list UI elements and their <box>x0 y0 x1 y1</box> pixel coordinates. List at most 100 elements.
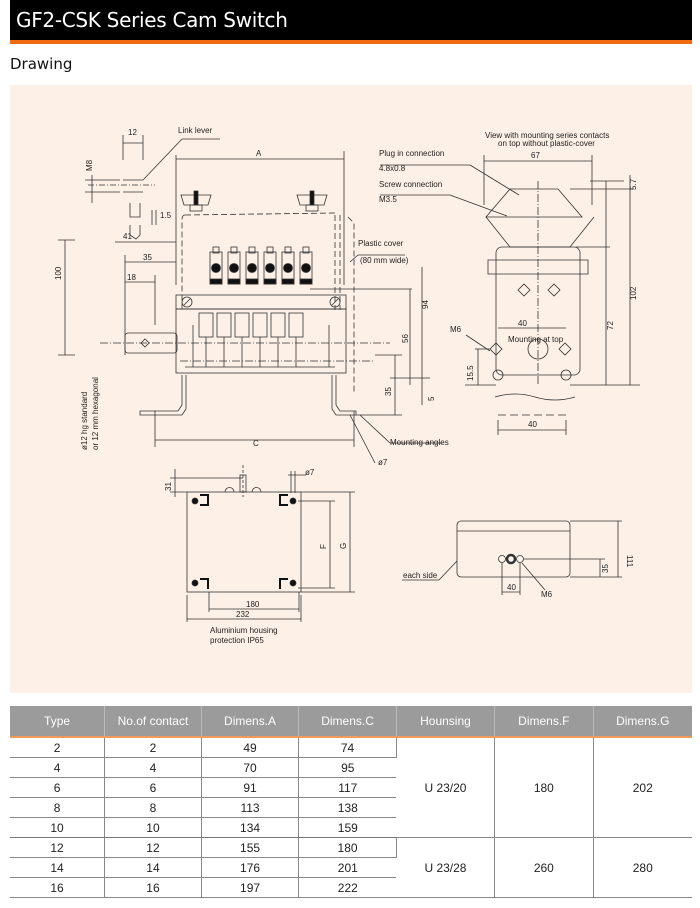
housing-side-view <box>402 520 622 595</box>
cell-contacts: 12 <box>104 837 202 858</box>
cell-dimens-a: 197 <box>201 877 300 898</box>
col-type: Type <box>10 706 106 738</box>
col-dimens-f: Dimens.F <box>494 706 594 738</box>
front-view <box>58 135 442 464</box>
col-dimens-c: Dimens.C <box>298 706 397 738</box>
cell-contacts: 14 <box>104 857 202 878</box>
table-row: 8 8 113 138 <box>10 797 692 818</box>
label-dim-56: 56 <box>401 334 410 343</box>
cell-type: 2 <box>10 737 106 758</box>
housing-top-view <box>170 465 355 622</box>
cell-dimens-g: 202 <box>593 737 692 838</box>
cell-housing: U 23/28 <box>396 837 496 898</box>
label-dim-67: 67 <box>531 151 540 160</box>
label-dim-40a: 40 <box>518 319 527 328</box>
cell-dimens-c: 95 <box>298 757 397 778</box>
label-dim-35c: 35 <box>601 564 610 573</box>
col-dimens-g: Dimens.G <box>593 706 692 738</box>
label-housing-note-1: Aluminium housing <box>210 626 278 635</box>
label-dim-5-7: 5.7 <box>629 178 638 190</box>
label-dim-94: 94 <box>421 300 430 309</box>
label-dim-102: 102 <box>629 286 638 300</box>
label-dim-1-5: 1.5 <box>160 211 172 220</box>
cell-type: 4 <box>10 757 106 778</box>
cell-dimens-c: 180 <box>298 837 397 858</box>
cell-contacts: 2 <box>104 737 202 758</box>
title-bar: GF2-CSK Series Cam Switch <box>10 0 692 44</box>
label-link-lever: Link lever <box>178 126 213 135</box>
label-dim-31: 31 <box>164 482 173 491</box>
cell-dimens-c: 159 <box>298 817 397 838</box>
label-dim-41: 41 <box>123 232 132 241</box>
cell-dimens-a: 91 <box>201 777 300 798</box>
label-dim-100: 100 <box>54 266 63 280</box>
cell-dimens-c: 222 <box>298 877 397 898</box>
label-dim-40c: 40 <box>507 583 516 592</box>
cell-contacts: 10 <box>104 817 202 838</box>
label-shaft-note-1: ø12 hg standard <box>80 392 89 450</box>
page-title: GF2-CSK Series Cam Switch <box>16 8 288 32</box>
label-dim-35: 35 <box>143 253 152 262</box>
cell-contacts: 6 <box>104 777 202 798</box>
cell-contacts: 4 <box>104 757 202 778</box>
section-title: Drawing <box>10 55 73 73</box>
cell-type: 14 <box>10 857 106 878</box>
label-dim-a: A <box>256 149 262 158</box>
cell-dimens-f: 180 <box>494 737 594 838</box>
table-row: 14 14 176 201 <box>10 857 692 878</box>
label-dim-c: C <box>253 439 259 448</box>
label-dim-12: 12 <box>128 128 137 137</box>
label-plug-in: Plug in connection <box>379 149 444 158</box>
table-header-row: Type No.of contact Dimens.A Dimens.C Hou… <box>10 706 692 738</box>
label-dim-5: 5 <box>427 396 436 401</box>
cell-dimens-c: 138 <box>298 797 397 818</box>
label-dim-g: G <box>339 543 348 549</box>
label-plug-in-size: 4.8x0.8 <box>379 164 406 173</box>
label-dim-111: 111 <box>625 555 634 568</box>
cell-type: 12 <box>10 837 106 858</box>
label-dim-232: 232 <box>236 610 250 619</box>
label-screw-connection: Screw connection <box>379 180 442 189</box>
label-each-side: each side <box>403 571 438 580</box>
cam-sections <box>192 312 330 367</box>
cell-dimens-a: 134 <box>201 817 300 838</box>
cell-type: 16 <box>10 877 106 898</box>
label-shaft-note-2: or 12 mm hexagonal <box>91 377 100 450</box>
cell-dimens-a: 113 <box>201 797 300 818</box>
side-view <box>380 155 640 435</box>
cell-housing: U 23/20 <box>396 737 496 838</box>
cell-type: 6 <box>10 777 106 798</box>
label-m6b: M6 <box>541 590 553 599</box>
cell-dimens-a: 155 <box>201 837 300 858</box>
cell-dimens-c: 74 <box>298 737 397 758</box>
drawing-labels: Link lever 12 M8 1.5 A 41 35 18 100 ø12 … <box>54 126 638 645</box>
label-dim-f: F <box>319 544 328 549</box>
label-dia-7b: ø7 <box>305 468 315 477</box>
label-dim-35b: 35 <box>384 387 393 396</box>
label-screw-size: M3.5 <box>379 195 397 204</box>
technical-drawing: Link lever 12 M8 1.5 A 41 35 18 100 ø12 … <box>10 85 692 693</box>
label-dim-m8: M8 <box>85 159 94 171</box>
label-dim-72: 72 <box>606 321 615 330</box>
table-row: 12 12 155 180 U 23/28 260 280 <box>10 837 692 898</box>
cell-type: 8 <box>10 797 106 818</box>
cell-dimens-c: 201 <box>298 857 397 878</box>
label-dim-180: 180 <box>246 600 260 609</box>
cell-contacts: 8 <box>104 797 202 818</box>
cell-type: 10 <box>10 817 106 838</box>
label-view-note-1: View with mounting series contacts <box>485 131 609 140</box>
label-mounting-angles: Mounting angles <box>390 438 449 447</box>
cell-dimens-a: 176 <box>201 857 300 878</box>
col-dimens-a: Dimens.A <box>201 706 300 738</box>
col-housing: Hounsing <box>396 706 496 738</box>
dimensions-table: Type No.of contact Dimens.A Dimens.C Hou… <box>10 706 692 898</box>
table-row: 10 10 134 159 <box>10 817 692 838</box>
cell-contacts: 16 <box>104 877 202 898</box>
label-plastic-cover-width: (80 mm wide) <box>360 256 409 265</box>
table-row: 2 2 49 74 U 23/20 180 202 <box>10 737 692 838</box>
cell-dimens-f: 260 <box>494 837 594 898</box>
label-plastic-cover: Plastic cover <box>358 239 404 248</box>
label-dim-18: 18 <box>127 273 136 282</box>
terminal-block <box>209 246 313 285</box>
cell-dimens-a: 70 <box>201 757 300 778</box>
